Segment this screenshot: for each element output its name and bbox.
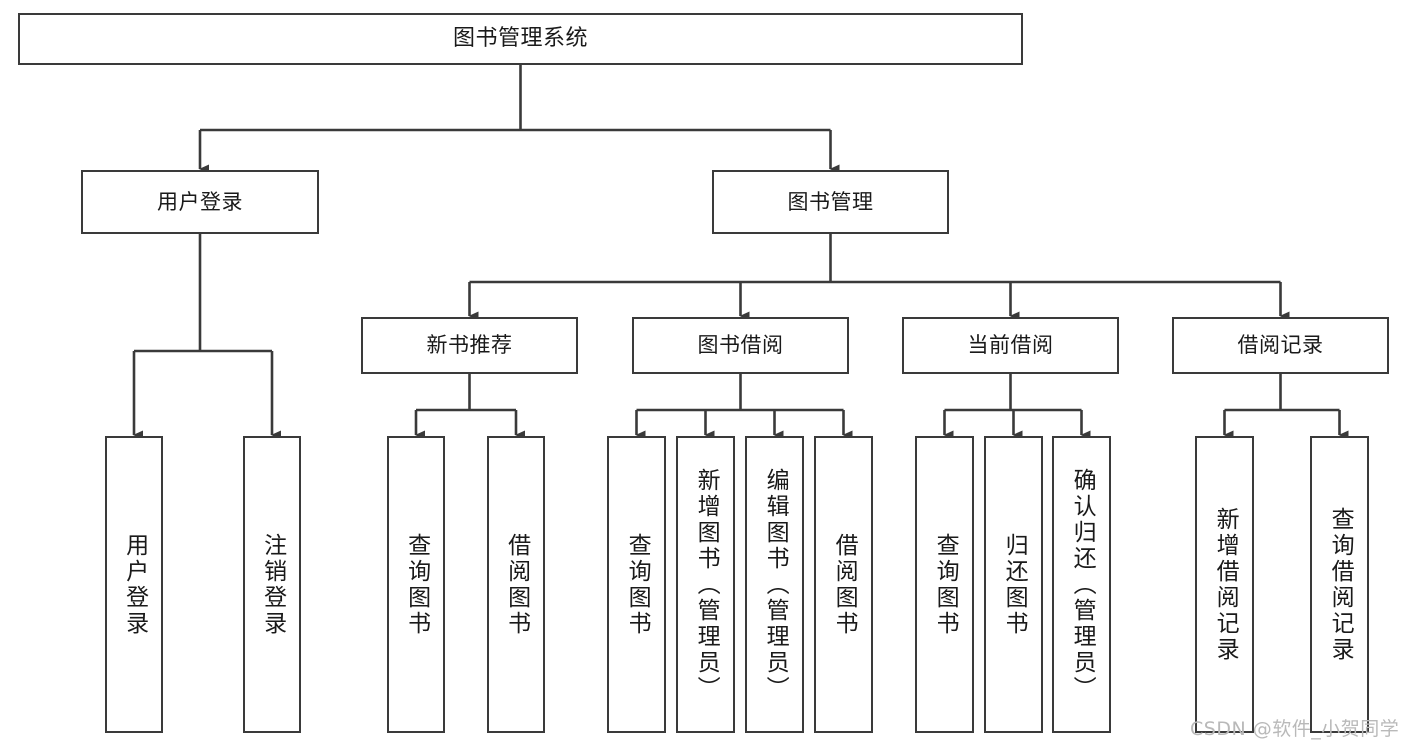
node-leaf-borrow-book-rec[interactable]: 借阅图书 bbox=[487, 436, 545, 733]
node-leaf-add-borrow-record[interactable]: 新增借阅记录 bbox=[1195, 436, 1254, 733]
node-leaf-return-book-label: 归还图书 bbox=[1001, 532, 1028, 637]
node-book-borrow[interactable]: 图书借阅 bbox=[632, 317, 849, 374]
node-leaf-borrow-book-label: 借阅图书 bbox=[831, 532, 858, 637]
node-current-borrow[interactable]: 当前借阅 bbox=[902, 317, 1119, 374]
node-leaf-add-borrow-record-label: 新增借阅记录 bbox=[1212, 506, 1239, 663]
node-root-label: 图书管理系统 bbox=[452, 26, 588, 52]
node-leaf-query-book-borrow[interactable]: 查询图书 bbox=[607, 436, 666, 733]
node-leaf-query-book-borrow-label: 查询图书 bbox=[624, 532, 651, 637]
node-user-login[interactable]: 用户登录 bbox=[81, 170, 319, 234]
node-user-login-label: 用户登录 bbox=[157, 189, 243, 214]
node-root[interactable]: 图书管理系统 bbox=[18, 13, 1023, 65]
node-leaf-add-book-label: 新增图书（管理员） bbox=[693, 467, 720, 702]
node-leaf-user-logout-label: 注销登录 bbox=[259, 532, 286, 637]
watermark-text: CSDN @软件_小贺同学 bbox=[1190, 718, 1400, 740]
node-leaf-borrow-book-rec-label: 借阅图书 bbox=[503, 532, 530, 637]
node-new-book-recommend-label: 新书推荐 bbox=[426, 333, 513, 358]
node-borrow-record-label: 借阅记录 bbox=[1237, 333, 1324, 358]
node-book-borrow-label: 图书借阅 bbox=[697, 333, 784, 358]
node-borrow-record[interactable]: 借阅记录 bbox=[1172, 317, 1389, 374]
node-book-manage[interactable]: 图书管理 bbox=[712, 170, 949, 234]
node-leaf-edit-book-label: 编辑图书（管理员） bbox=[762, 467, 789, 702]
node-leaf-add-book[interactable]: 新增图书（管理员） bbox=[676, 436, 735, 733]
node-leaf-query-borrow-record-label: 查询借阅记录 bbox=[1327, 506, 1354, 663]
node-leaf-borrow-book[interactable]: 借阅图书 bbox=[814, 436, 873, 733]
node-leaf-user-login[interactable]: 用户登录 bbox=[105, 436, 163, 733]
node-book-manage-label: 图书管理 bbox=[787, 189, 874, 214]
node-leaf-query-book-current[interactable]: 查询图书 bbox=[915, 436, 974, 733]
node-leaf-edit-book[interactable]: 编辑图书（管理员） bbox=[745, 436, 804, 733]
node-leaf-query-book-rec[interactable]: 查询图书 bbox=[387, 436, 445, 733]
node-new-book-recommend[interactable]: 新书推荐 bbox=[361, 317, 578, 374]
node-leaf-query-borrow-record[interactable]: 查询借阅记录 bbox=[1310, 436, 1369, 733]
node-leaf-confirm-return-label: 确认归还（管理员） bbox=[1069, 467, 1096, 702]
node-leaf-query-book-rec-label: 查询图书 bbox=[403, 532, 430, 637]
node-current-borrow-label: 当前借阅 bbox=[967, 333, 1054, 358]
node-leaf-confirm-return[interactable]: 确认归还（管理员） bbox=[1052, 436, 1111, 733]
node-leaf-user-login-label: 用户登录 bbox=[121, 532, 148, 637]
node-leaf-user-logout[interactable]: 注销登录 bbox=[243, 436, 301, 733]
node-leaf-return-book[interactable]: 归还图书 bbox=[984, 436, 1043, 733]
node-leaf-query-book-current-label: 查询图书 bbox=[932, 532, 959, 637]
